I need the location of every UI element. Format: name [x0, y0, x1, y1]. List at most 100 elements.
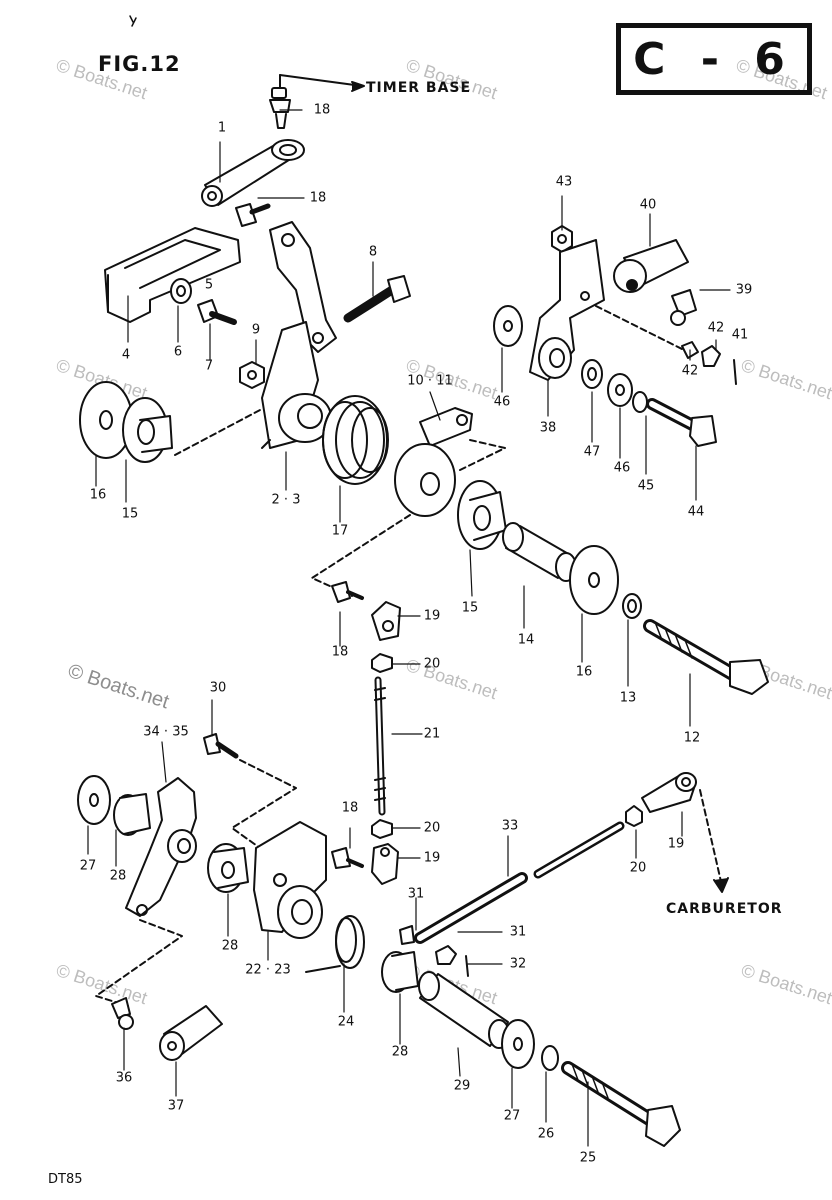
callout-6: 6	[173, 344, 183, 360]
callout-12: 12	[683, 730, 701, 746]
part-41-pin	[733, 359, 737, 385]
callout-41: 41	[731, 327, 749, 343]
callout-20: 20	[423, 656, 441, 672]
part-9-nut	[239, 361, 265, 389]
callout-29: 29	[453, 1078, 471, 1094]
callout-39: 39	[735, 282, 753, 298]
callout-19: 19	[423, 850, 441, 866]
part-18-bolt-top	[269, 87, 291, 129]
part-20-nut-lower	[371, 819, 393, 839]
part-15-bushing-mid	[457, 480, 507, 550]
model-code: DT85	[48, 1172, 83, 1187]
part-7-screw	[197, 299, 237, 325]
timer-base-leader	[279, 74, 365, 96]
callout-28: 28	[109, 868, 127, 884]
figure-code: C - 6	[633, 33, 795, 85]
callout-30: 30	[209, 680, 227, 696]
part-12-bolt	[643, 619, 769, 695]
part-6-washer	[170, 278, 192, 304]
part-19-rod-end-upper	[371, 601, 401, 641]
part-5-lever-arm	[269, 221, 337, 353]
part-28-bushing	[113, 793, 151, 836]
figure-title: FIG.12	[98, 52, 181, 76]
callout-8: 8	[368, 244, 378, 260]
callout-20: 20	[629, 860, 647, 876]
part-42-nut	[701, 345, 721, 367]
part-18-bolt-mid	[235, 203, 271, 227]
callout-27: 27	[79, 858, 97, 874]
callout-34-35: 34 · 35	[143, 724, 189, 740]
part-1-link-rod	[201, 139, 305, 207]
callout-13: 13	[619, 690, 637, 706]
callout-28: 28	[221, 938, 239, 954]
part-22-23-lever-body	[253, 821, 327, 939]
callout-4: 4	[121, 347, 131, 363]
callout-38: 38	[539, 420, 557, 436]
callout-16: 16	[575, 664, 593, 680]
callout-20: 20	[423, 820, 441, 836]
part-18-bolt-small	[331, 581, 364, 603]
part-28-bushing-lower	[381, 951, 419, 993]
callout-15: 15	[121, 506, 139, 522]
part-46-washer-lower	[607, 373, 633, 407]
callout-47: 47	[583, 444, 601, 460]
callout-37: 37	[167, 1098, 185, 1114]
part-34-35-arm	[125, 777, 197, 917]
part-28-bushing-mid	[207, 843, 249, 893]
callout-43: 43	[555, 174, 573, 190]
callout-17: 17	[331, 523, 349, 539]
part-46-washer	[493, 305, 523, 347]
callout-31: 31	[407, 886, 425, 902]
figure-code-box: C - 6	[616, 23, 812, 95]
callout-24: 24	[337, 1014, 355, 1030]
callout-26: 26	[537, 1126, 555, 1142]
callout-2-3: 2 · 3	[271, 492, 301, 508]
callout-25: 25	[579, 1150, 597, 1166]
callout-44: 44	[687, 504, 705, 520]
callout-9: 9	[251, 322, 261, 338]
part-14-sleeve	[502, 522, 577, 582]
callout-32: 32	[509, 956, 527, 972]
part-31-clip	[399, 925, 415, 945]
callout-19: 19	[667, 836, 685, 852]
part-27-washer-lower	[501, 1019, 535, 1069]
callout-16: 16	[89, 487, 107, 503]
callout-36: 36	[115, 1070, 133, 1086]
callout-7: 7	[204, 358, 214, 374]
carburetor-leader	[699, 789, 723, 887]
part-24-spring	[305, 915, 365, 973]
callout-18: 18	[313, 102, 331, 118]
part-4-bracket	[104, 227, 241, 323]
part-19-rod-end-right	[641, 772, 697, 813]
part-36-ball-stud	[111, 997, 134, 1030]
part-40-ball-joint	[613, 239, 689, 293]
callout-45: 45	[637, 478, 655, 494]
part-27-washer	[77, 775, 111, 825]
part-19-rod-end-lower	[371, 843, 399, 885]
callout-33: 33	[501, 818, 519, 834]
callout-19: 19	[423, 608, 441, 624]
callout-46: 46	[613, 460, 631, 476]
part-20-nut-right	[625, 805, 643, 827]
callout-1: 1	[217, 120, 227, 136]
callout-5: 5	[204, 277, 214, 293]
timer-base-label: TIMER BASE	[366, 80, 472, 96]
callout-31: 31	[509, 924, 527, 940]
callout-14: 14	[517, 632, 535, 648]
callout-42: 42	[707, 320, 725, 336]
callout-18: 18	[309, 190, 327, 206]
part-45-washer	[632, 391, 648, 413]
part-30-bolt	[203, 733, 239, 759]
part-29-sleeve	[418, 971, 510, 1049]
callout-22-23: 22 · 23	[245, 962, 291, 978]
callout-15: 15	[461, 600, 479, 616]
part-33-throttle-rod	[414, 821, 625, 944]
carburetor-label: CARBURETOR	[666, 901, 783, 917]
part-31-clip-lower	[435, 945, 457, 965]
part-25-bolt	[561, 1061, 681, 1147]
part-21-rod	[374, 676, 386, 816]
part-20-nut-upper	[371, 653, 393, 673]
part-18-bolt-lower	[331, 847, 364, 869]
part-17-spring	[322, 395, 389, 485]
